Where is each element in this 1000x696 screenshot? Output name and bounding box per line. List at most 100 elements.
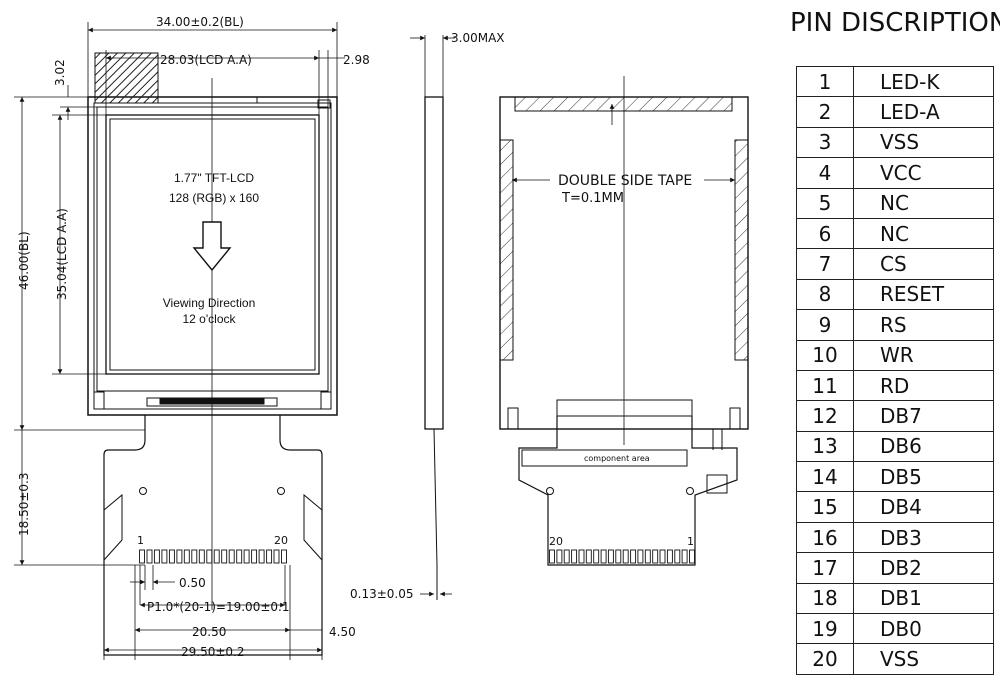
top-offset-dim: 3.02 <box>53 59 67 86</box>
fpc-pad <box>571 549 578 564</box>
fpc-pad <box>273 549 280 564</box>
pin-signal: DB4 <box>853 491 994 523</box>
pin-signal: DB0 <box>853 613 994 645</box>
pin-number: 15 <box>796 491 854 523</box>
pin-signal: NC <box>853 217 994 250</box>
fpc-pad <box>228 549 235 564</box>
pin-number: 2 <box>796 96 854 128</box>
pin-number: 4 <box>796 157 854 189</box>
pin-signal: DB1 <box>853 582 994 615</box>
back-pin-first: 20 <box>549 535 563 548</box>
side-view <box>410 35 455 600</box>
front-pin-last: 20 <box>274 534 288 547</box>
product-size-label: 1.77" TFT-LCD <box>174 171 254 185</box>
pin-number: 13 <box>796 430 854 463</box>
back-pin-last: 1 <box>687 535 694 548</box>
back-view <box>499 76 749 566</box>
fpc-pad <box>622 549 629 564</box>
pin-signal: DB3 <box>853 521 994 554</box>
back-text: DOUBLE SIDE TAPE T=0.1MM component area … <box>549 173 694 548</box>
pin-signal: CS <box>853 248 994 280</box>
fpc-pad <box>689 549 695 564</box>
front-pin-first: 1 <box>137 534 144 547</box>
front-dimensions <box>14 22 345 660</box>
fpc-pad <box>637 549 644 564</box>
right-offset-dim: 2.98 <box>343 53 370 67</box>
front-fpc-pads <box>139 549 287 564</box>
fpc-pad <box>644 549 651 564</box>
pin-signal: WR <box>853 339 994 371</box>
pin-number: 19 <box>796 613 854 645</box>
fpc-pad <box>615 549 622 564</box>
pin-number: 9 <box>796 309 854 341</box>
fpc-pad <box>593 549 600 564</box>
fpc-length-dim: 18.50±0.3 <box>17 473 31 537</box>
fpc-pad <box>243 549 250 564</box>
fpc-pad <box>176 549 183 564</box>
fpc-pad <box>183 549 190 564</box>
fpc-thickness-dim: 0.13±0.05 <box>350 587 414 601</box>
pin-number: 11 <box>796 369 854 402</box>
pin-signal: RS <box>853 309 994 341</box>
fpc-pad <box>161 549 168 564</box>
aa-height-dim: 35.04(LCD A.A) <box>55 208 69 300</box>
resolution-label: 128 (RGB) x 160 <box>169 191 259 205</box>
pin-signal: LED-A <box>853 96 994 128</box>
fpc-pad <box>585 549 592 564</box>
fpc-pad <box>168 549 175 564</box>
fpc-pad <box>600 549 607 564</box>
pin-number: 12 <box>796 400 854 432</box>
fpc-pad <box>281 549 287 564</box>
fpc-pad <box>236 549 243 564</box>
pin-signal: VCC <box>853 157 994 189</box>
pin-number: 18 <box>796 582 854 615</box>
pin-signal: DB2 <box>853 552 994 584</box>
aa-width-dim: 28.03(LCD A.A) <box>160 53 252 67</box>
back-fpc-pads <box>549 549 695 564</box>
fpc-pad <box>630 549 637 564</box>
pin-number: 7 <box>796 248 854 280</box>
fpc-pad <box>258 549 265 564</box>
pitch-dim: P1.0*(20-1)=19.00±0.1 <box>147 600 289 614</box>
pin-number: 5 <box>796 187 854 219</box>
fpc-pad <box>607 549 614 564</box>
pin-signal: DB6 <box>853 430 994 463</box>
fpc-pad <box>652 549 659 564</box>
fpc-pad <box>146 549 153 564</box>
pin-number: 20 <box>796 643 854 675</box>
pin-number: 1 <box>796 65 854 98</box>
pin-number: 8 <box>796 278 854 311</box>
pin-signal: RESET <box>853 278 994 311</box>
fpc-pad <box>153 549 160 564</box>
fpc-pad <box>266 549 273 564</box>
fpc-width-dim: 29.50±0.2 <box>181 645 245 659</box>
thickness-dim: 3.00MAX <box>451 31 505 45</box>
fpc-pad <box>251 549 258 564</box>
fpc-pad <box>659 549 666 564</box>
component-area-label: component area <box>584 454 650 463</box>
front-text: 34.00±0.2(BL) 28.03(LCD A.A) 2.98 3.02 3… <box>17 15 370 659</box>
fpc-pad <box>198 549 205 564</box>
fpc-pad <box>681 549 688 564</box>
pin-number: 6 <box>796 217 854 250</box>
bl-width-dim: 34.00±0.2(BL) <box>156 15 244 29</box>
fpc-pad <box>191 549 198 564</box>
pad-width-dim: 0.50 <box>179 576 206 590</box>
